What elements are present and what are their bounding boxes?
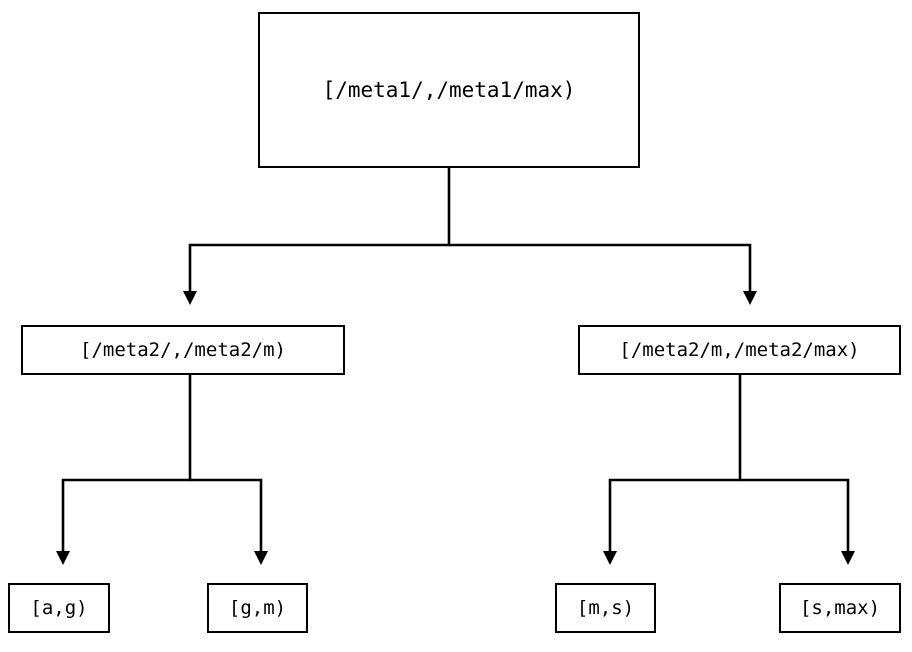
tree-node-root[interactable]: [/meta1/,/meta1/max) (258, 12, 640, 168)
edge-meta2-low-to-leaf-ag (56, 375, 192, 565)
arrowhead-icon (603, 551, 617, 565)
arrowhead-icon (183, 291, 197, 305)
edge-meta2-low-to-leaf-gm (190, 478, 268, 565)
arrowhead-icon (56, 551, 70, 565)
tree-node-leaf-gm[interactable]: [g,m) (207, 583, 308, 633)
arrowhead-icon (254, 551, 268, 565)
tree-node-leaf-ag-label: [a,g) (30, 596, 88, 619)
edge-meta2-high-to-leaf-smax (740, 478, 855, 565)
tree-node-meta2-high[interactable]: [/meta2/m,/meta2/max) (578, 325, 901, 375)
tree-node-meta2-high-label: [/meta2/m,/meta2/max) (619, 338, 860, 361)
tree-node-leaf-ag[interactable]: [a,g) (8, 583, 110, 633)
tree-node-leaf-ms-label: [m,s) (576, 596, 635, 619)
tree-node-leaf-ms[interactable]: [m,s) (555, 583, 656, 633)
edge-root-to-meta2-high (449, 243, 757, 305)
tree-node-root-label: [/meta1/,/meta1/max) (322, 77, 576, 102)
arrowhead-icon (841, 551, 855, 565)
tree-node-meta2-low-label: [/meta2/,/meta2/m) (80, 338, 286, 361)
arrowhead-icon (743, 291, 757, 305)
tree-node-leaf-smax[interactable]: [s,max) (779, 583, 901, 633)
tree-node-leaf-gm-label: [g,m) (228, 596, 287, 619)
tree-node-meta2-low[interactable]: [/meta2/,/meta2/m) (21, 325, 345, 375)
edge-root-to-meta2-low (183, 168, 451, 305)
tree-node-leaf-smax-label: [s,max) (799, 596, 881, 619)
edge-meta2-high-to-leaf-ms (603, 375, 742, 565)
